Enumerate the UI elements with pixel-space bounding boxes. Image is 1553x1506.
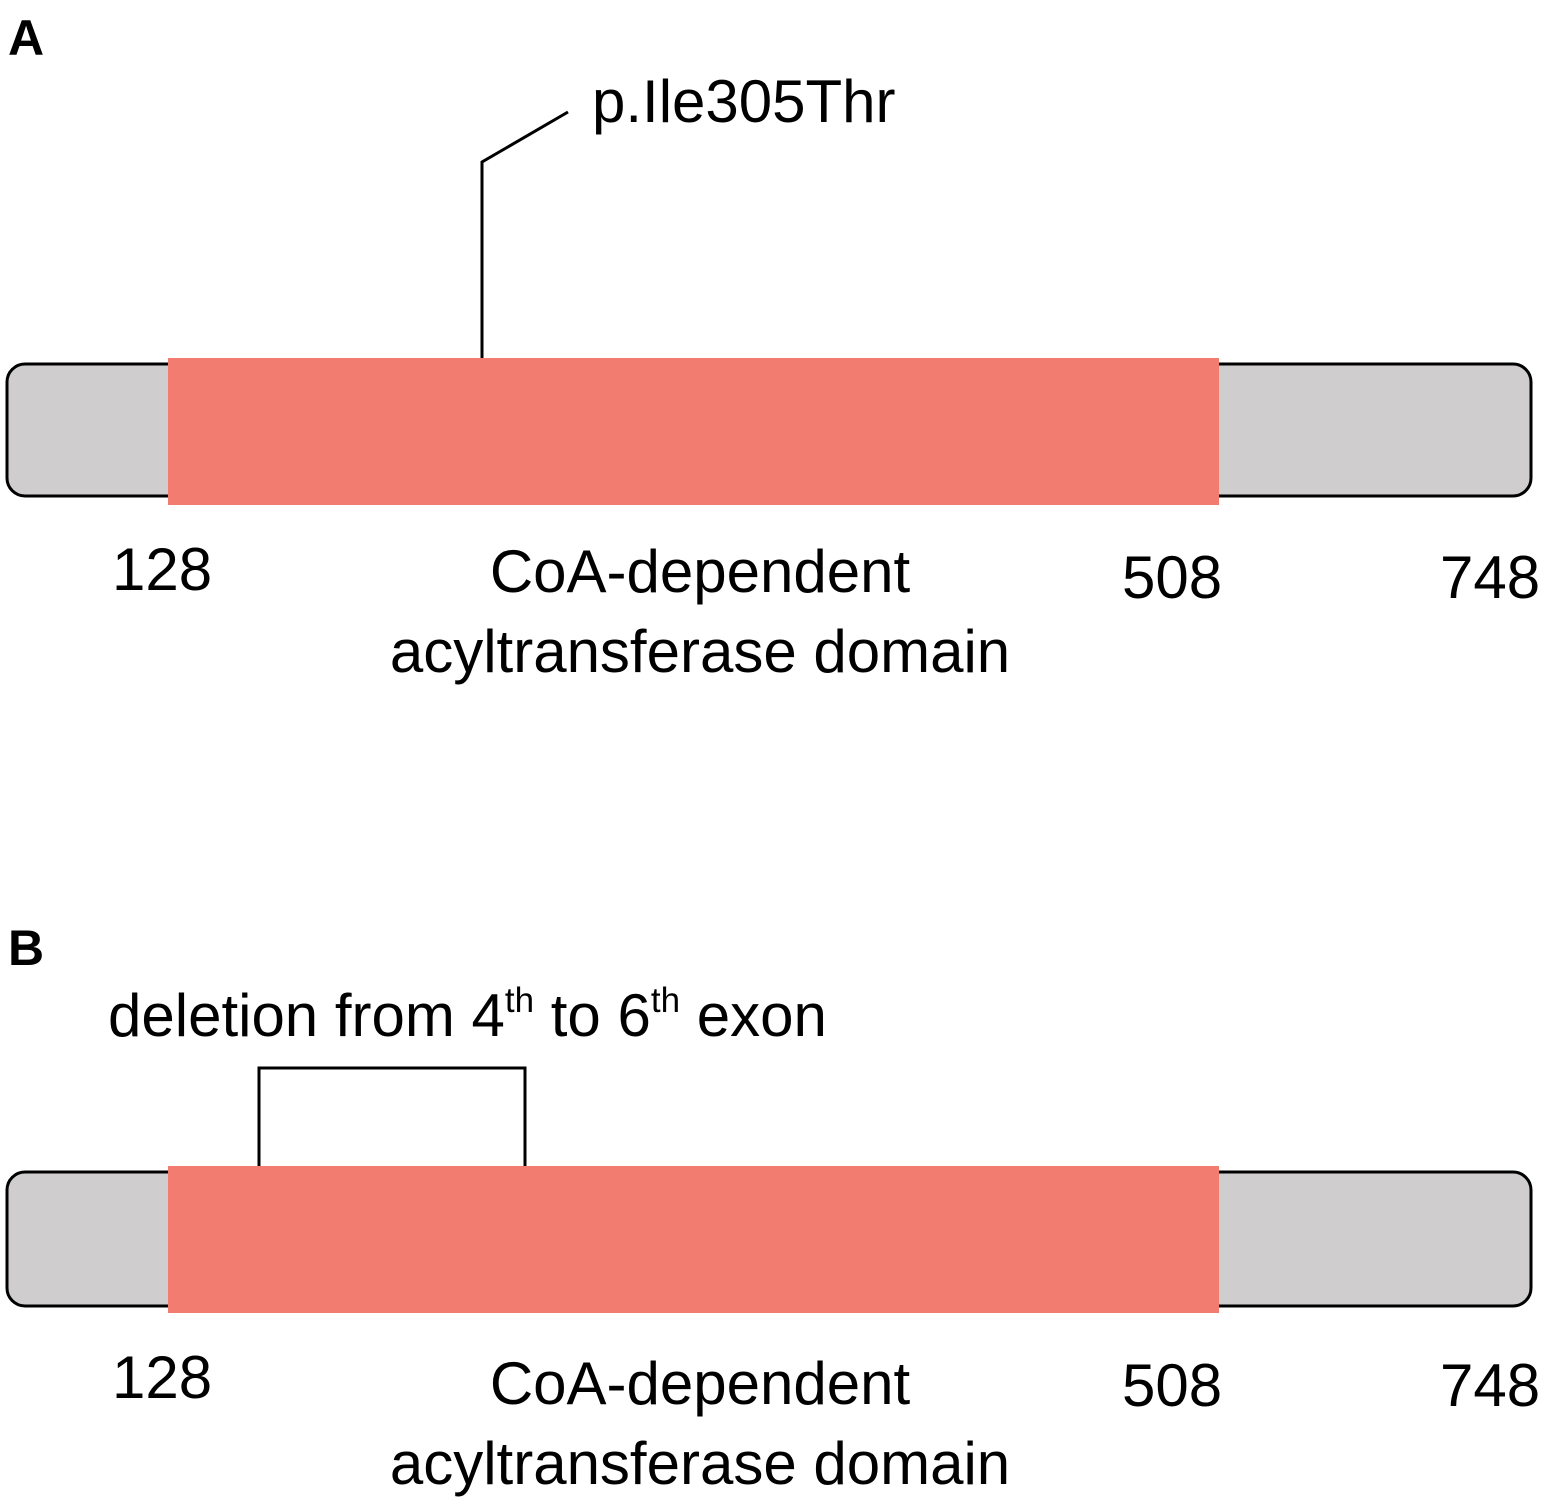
deletion-label-sup2: th xyxy=(651,981,680,1020)
domain-end-position: 508 xyxy=(1122,544,1222,611)
panel-a: A p.Ile305Thr 128 508 748 CoA-dependent … xyxy=(5,10,1540,685)
deletion-label: deletion from 4th to 6th exon xyxy=(108,981,827,1049)
deletion-label-sup1: th xyxy=(505,981,534,1020)
domain-name-line1: CoA-dependent xyxy=(490,538,911,605)
protein-end-position: 748 xyxy=(1440,544,1540,611)
domain-name-line1: CoA-dependent xyxy=(490,1350,911,1417)
panel-b-label: B xyxy=(8,920,44,976)
deletion-label-prefix: deletion from 4 xyxy=(108,982,505,1049)
deletion-label-suffix: exon xyxy=(680,982,827,1049)
domain-end-position: 508 xyxy=(1122,1352,1222,1419)
deletion-label-middle: to 6 xyxy=(534,982,651,1049)
mutation-callout-line xyxy=(480,110,569,360)
domain-name-line2: acyltransferase domain xyxy=(390,618,1010,685)
deletion-bracket xyxy=(257,1066,527,1172)
panel-b: B deletion from 4th to 6th exon 128 508 … xyxy=(5,920,1540,1497)
mutation-label: p.Ile305Thr xyxy=(592,68,896,135)
acyltransferase-domain xyxy=(168,1166,1219,1313)
domain-start-position: 128 xyxy=(112,536,212,603)
acyltransferase-domain xyxy=(168,358,1219,505)
domain-name-line2: acyltransferase domain xyxy=(390,1430,1010,1497)
domain-start-position: 128 xyxy=(112,1344,212,1411)
protein-end-position: 748 xyxy=(1440,1352,1540,1419)
panel-a-label: A xyxy=(8,10,44,66)
